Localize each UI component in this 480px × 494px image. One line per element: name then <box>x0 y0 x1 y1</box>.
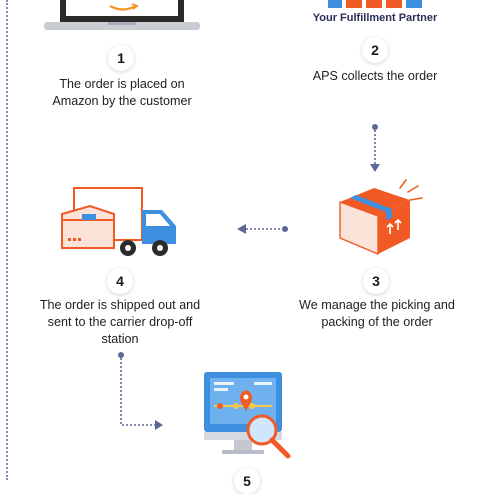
truck-icon <box>61 187 176 256</box>
box-icon <box>339 179 423 256</box>
step-4-text: The order is shipped out and sent to the… <box>39 298 201 346</box>
step-2-number: 2 <box>362 37 388 63</box>
left-dotted-rule <box>6 0 8 480</box>
step-3-number: 3 <box>363 268 389 294</box>
connector-3-to-4 <box>237 224 288 234</box>
step-2-text: APS collects the order <box>312 69 438 83</box>
step-1-text: The order is placed on Amazon by the cus… <box>52 77 192 108</box>
partner-caption: Your Fulfillment Partner <box>312 12 438 24</box>
connector-4-to-5 <box>118 352 163 430</box>
laptop-amazon-icon <box>44 0 200 30</box>
step-5-number: 5 <box>234 468 260 494</box>
monitor-map-search-icon <box>204 372 291 459</box>
step-1-number: 1 <box>108 45 134 71</box>
step-4-number: 4 <box>107 268 133 294</box>
step-3-text: We manage the picking and packing of the… <box>299 298 455 329</box>
aps-logo-icon <box>328 0 422 8</box>
connector-2-to-3 <box>370 124 380 172</box>
